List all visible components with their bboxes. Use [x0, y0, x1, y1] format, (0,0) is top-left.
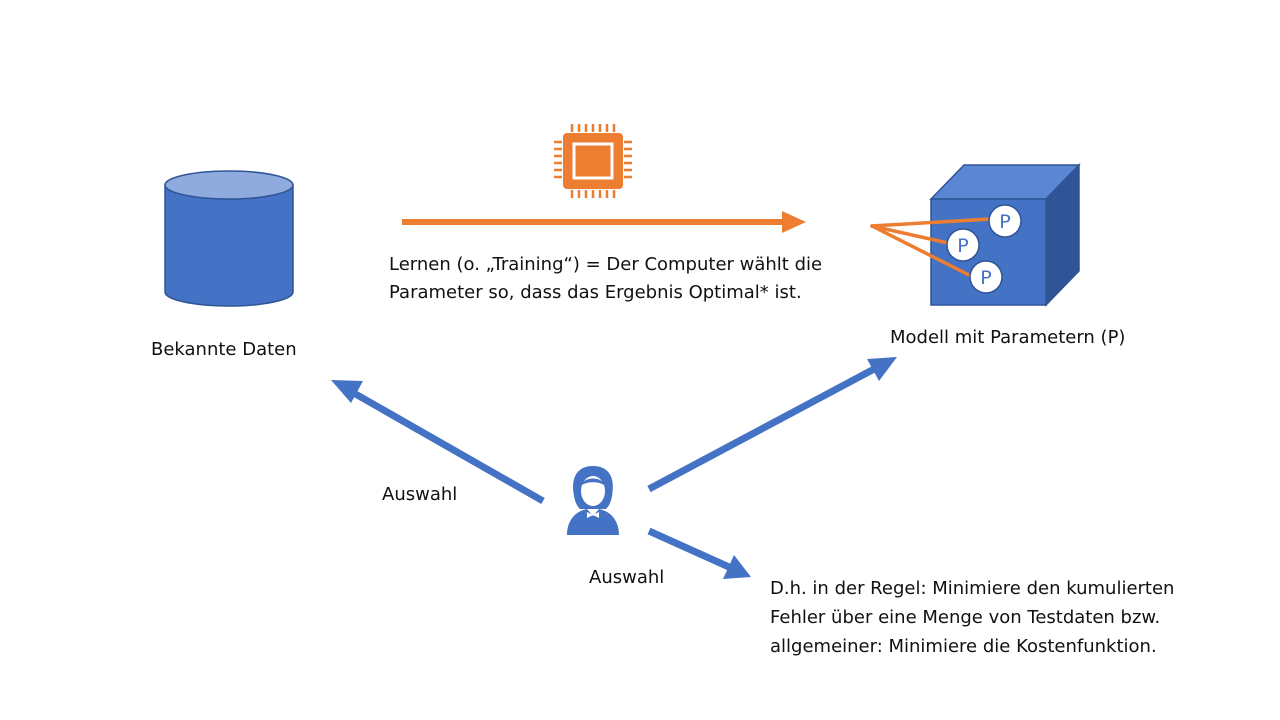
parameter-connectors [870, 217, 992, 278]
data-label: Bekannte Daten [151, 339, 297, 360]
parameter-node-2: P [946, 228, 980, 262]
selection-label-bottom: Auswahl [589, 567, 665, 588]
training-description: Lernen (o. „Training“) = Der Computer wä… [389, 254, 823, 303]
svg-text:P: P [999, 211, 1010, 233]
selection-arrow-footnote [647, 527, 751, 579]
selection-arrow-data [331, 380, 545, 505]
parameter-node-3: P [969, 260, 1003, 294]
user-person-icon [567, 466, 619, 535]
database-cylinder-icon [164, 170, 294, 307]
training-arrow [402, 211, 806, 233]
model-cube-icon [929, 163, 1081, 307]
selection-label-left: Auswahl [382, 484, 458, 505]
model-label: Modell mit Parametern (P) [890, 327, 1126, 348]
footnote-text: D.h. in der Regel: Minimiere den kumulie… [770, 578, 1175, 657]
processor-chip-icon [554, 124, 632, 198]
svg-text:P: P [980, 267, 991, 289]
parameter-node-1: P [988, 204, 1022, 238]
svg-text:P: P [957, 235, 968, 257]
selection-arrow-model [647, 357, 897, 493]
